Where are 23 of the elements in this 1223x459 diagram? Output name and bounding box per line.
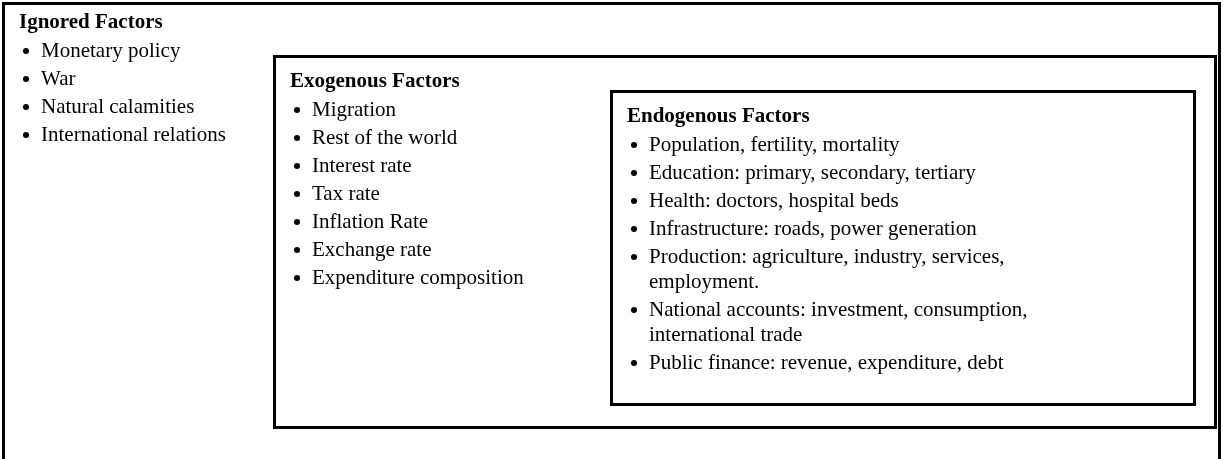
bullet-item: War — [41, 66, 76, 90]
bullet-item: International relations — [41, 122, 226, 146]
bullet-item: Exchange rate — [312, 237, 432, 261]
bullet-item: National accounts: investment, consumption, international trade — [649, 297, 1028, 346]
bullet-item: Inflation Rate — [312, 209, 429, 233]
bullet-item: Public finance: revenue, expenditure, debt — [649, 350, 1004, 374]
bullet-item: Interest rate — [312, 153, 412, 177]
factor-panel — [610, 90, 1196, 406]
panel-heading: Ignored Factors — [19, 9, 163, 34]
panel-heading: Endogenous Factors — [627, 103, 810, 128]
bullet-item: Education: primary, secondary, tertiary — [649, 160, 976, 184]
bullet-item: Expenditure composition — [312, 265, 524, 289]
bullet-item: Monetary policy — [41, 38, 181, 62]
panel-heading: Exogenous Factors — [290, 68, 460, 93]
bullet-item: Rest of the world — [312, 125, 458, 149]
bullet-item: Health: doctors, hospital beds — [649, 188, 899, 212]
bullet-item: Tax rate — [312, 181, 380, 205]
bullet-item: Production: agriculture, industry, services, employment. — [649, 244, 1005, 293]
bullet-item: Migration — [312, 97, 396, 121]
bullet-item: Natural calamities — [41, 94, 195, 118]
bullet-item: Population, fertility, mortality — [649, 132, 900, 156]
factor-panel — [273, 55, 1217, 429]
bullet-item: Infrastructure: roads, power generation — [649, 216, 977, 240]
